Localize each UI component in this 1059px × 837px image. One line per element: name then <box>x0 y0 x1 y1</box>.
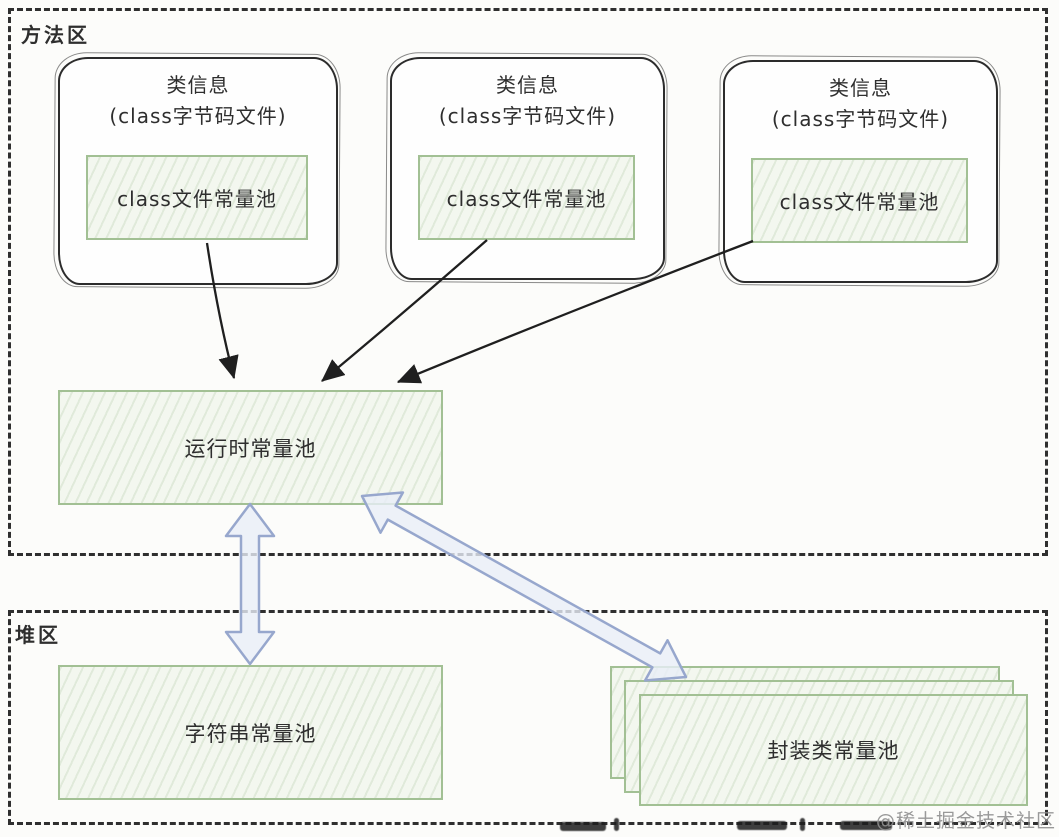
watermark: @稀土掘金技术社区 <box>875 810 1056 832</box>
class-card-title: 类信息 (class字节码文件) <box>725 73 996 135</box>
class-card-3: 类信息 (class字节码文件) class文件常量池 <box>723 60 998 283</box>
bottom-edge-artifact <box>560 822 606 831</box>
class-info-label: 类信息 <box>166 73 230 97</box>
method-area-label: 方法区 <box>21 23 90 47</box>
class-bytecode-label: (class字节码文件) <box>438 104 617 128</box>
class-card-title: 类信息 (class字节码文件) <box>60 70 336 132</box>
class-file-constant-pool-1: class文件常量池 <box>86 155 308 240</box>
heap-label: 堆区 <box>15 623 61 647</box>
runtime-constant-pool: 运行时常量池 <box>58 390 443 505</box>
bottom-edge-artifact <box>800 818 805 831</box>
class-card-title: 类信息 (class字节码文件) <box>392 70 663 132</box>
class-file-constant-pool-3: class文件常量池 <box>751 158 968 243</box>
wrapper-class-constant-pool: 封装类常量池 <box>639 694 1028 806</box>
bottom-edge-artifact <box>614 818 619 831</box>
class-bytecode-label: (class字节码文件) <box>771 107 950 131</box>
class-card-2: 类信息 (class字节码文件) class文件常量池 <box>390 57 665 280</box>
class-card-1: 类信息 (class字节码文件) class文件常量池 <box>58 57 338 285</box>
class-bytecode-label: (class字节码文件) <box>109 104 287 128</box>
class-file-constant-pool-2: class文件常量池 <box>418 155 635 240</box>
bottom-edge-artifact <box>840 821 892 830</box>
class-info-label: 类信息 <box>496 73 559 97</box>
class-info-label: 类信息 <box>829 76 892 100</box>
string-constant-pool: 字符串常量池 <box>58 665 443 800</box>
bottom-edge-artifact <box>737 821 787 830</box>
